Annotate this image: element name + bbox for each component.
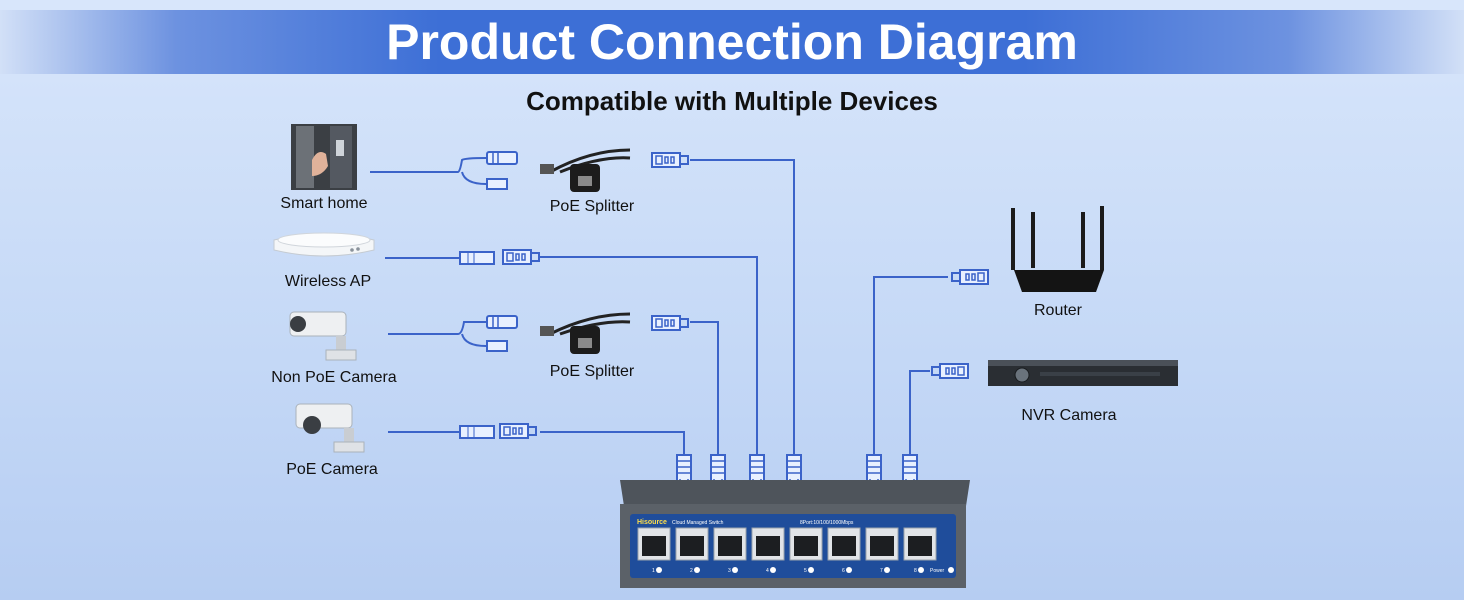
connector-group-smart-home xyxy=(486,151,689,190)
port-label-6: 6 xyxy=(842,568,845,574)
network-switch: Hisource Cloud Managed Switch 8Port:10/1… xyxy=(620,480,970,588)
port-label-5: 5 xyxy=(804,568,807,574)
nvr-camera-label: NVR Camera xyxy=(1021,407,1117,424)
connector-group-poe-camera xyxy=(459,423,537,439)
poe-splitter-icon xyxy=(540,312,631,354)
non-poe-camera-label: Non PoE Camera xyxy=(271,369,397,386)
switch-spec: 8Port:10/100/1000Mbps xyxy=(800,520,854,526)
title-banner xyxy=(0,10,1464,74)
wireless-ap-icon xyxy=(273,232,375,257)
nvr-icon xyxy=(988,360,1178,386)
page-title: Product Connection Diagram xyxy=(386,14,1078,70)
port-label-2: 2 xyxy=(690,568,693,574)
poe-splitter-icon xyxy=(540,148,631,192)
port-label-3: 3 xyxy=(728,568,731,574)
poe-splitter-label-2: PoE Splitter xyxy=(549,363,635,380)
non-poe-camera-icon xyxy=(289,311,357,361)
switch-brand: Hisource xyxy=(637,519,667,526)
port-label-4: 4 xyxy=(766,568,769,574)
poe-camera-icon xyxy=(295,403,365,453)
power-label: Power xyxy=(930,568,945,574)
router-icon xyxy=(1011,206,1104,292)
poe-camera-label: PoE Camera xyxy=(286,461,378,478)
connector-group-nvr xyxy=(931,363,969,379)
port-row xyxy=(637,527,937,561)
connector-group-router xyxy=(951,269,989,285)
connector-group-non-poe-camera xyxy=(486,315,689,352)
wireless-ap-label: Wireless AP xyxy=(284,273,372,290)
connector-group-wireless-ap xyxy=(459,249,540,265)
smart-home-icon xyxy=(291,124,357,190)
poe-splitter-label-1: PoE Splitter xyxy=(549,198,635,215)
router-label: Router xyxy=(1033,302,1083,319)
cables xyxy=(370,157,948,455)
page-subtitle: Compatible with Multiple Devices xyxy=(526,86,938,116)
port-label-1: 1 xyxy=(652,568,655,574)
port-label-7: 7 xyxy=(880,568,883,574)
port-label-8: 8 xyxy=(914,568,917,574)
switch-model: Cloud Managed Switch xyxy=(672,520,724,526)
smart-home-label: Smart home xyxy=(280,195,368,212)
